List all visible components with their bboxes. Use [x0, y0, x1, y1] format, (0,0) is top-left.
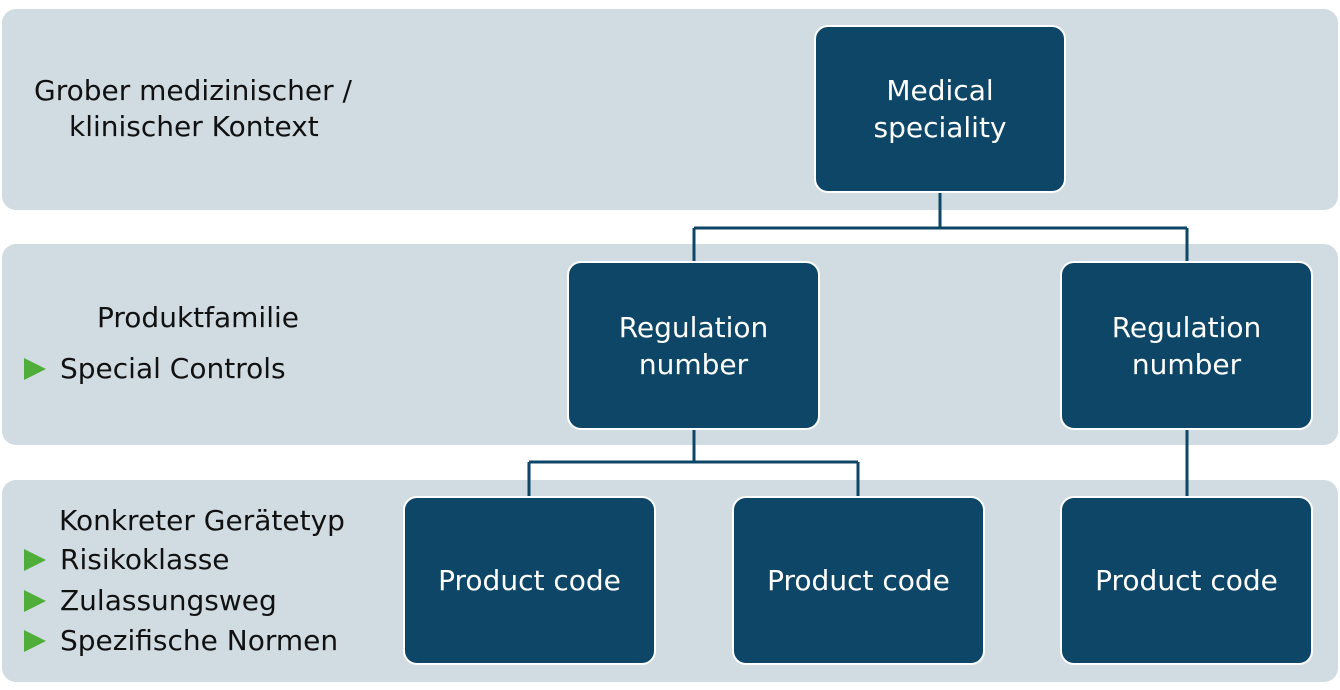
bullet-item-special-controls: Special Controls [24, 351, 286, 387]
bullet-text: Special Controls [60, 352, 286, 385]
node-regulation-number-left: Regulation number [567, 261, 820, 430]
bullet-text: Spezifische Normen [60, 624, 339, 657]
level-label-top-line2: klinischer Kontext [69, 110, 319, 143]
node-product-code-3-label: Product code [1095, 564, 1278, 597]
bullet-arrow-icon [24, 358, 46, 380]
connector-regulation-left-to-codes [527, 429, 860, 497]
bullet-arrow-icon [24, 590, 46, 612]
bullet-arrow-icon [24, 630, 46, 652]
bullet-text: Zulassungsweg [60, 584, 277, 617]
node-product-code-1: Product code [403, 496, 656, 665]
level-label-bottom: Konkreter Gerätetyp [59, 504, 345, 537]
level-label-top-line1: Grober medizinischer / [34, 74, 352, 107]
node-regulation-number-right-label: Regulation number [1111, 310, 1262, 381]
node-product-code-2: Product code [732, 496, 985, 665]
bullet-item-risikoklasse: Risikoklasse [24, 542, 230, 578]
level-label-middle: Produktfamilie [97, 301, 299, 334]
node-regulation-number-left-label: Regulation number [618, 310, 769, 381]
level-band-medical-context [2, 9, 1338, 210]
node-product-code-3: Product code [1060, 496, 1313, 665]
node-regulation-number-right: Regulation number [1060, 261, 1313, 430]
node-product-code-1-label: Product code [438, 564, 621, 597]
bullet-item-spezifische-normen: Spezifische Normen [24, 623, 338, 659]
bullet-arrow-icon [24, 549, 46, 571]
node-medical-speciality-label: Medical speciality [873, 74, 1007, 144]
bullet-text: Risikoklasse [60, 543, 230, 576]
node-medical-speciality: Medical speciality [814, 25, 1066, 193]
bullet-item-zulassungsweg: Zulassungsweg [24, 583, 277, 619]
node-product-code-2-label: Product code [767, 564, 950, 597]
connector-speciality-to-regulations [692, 192, 1189, 262]
